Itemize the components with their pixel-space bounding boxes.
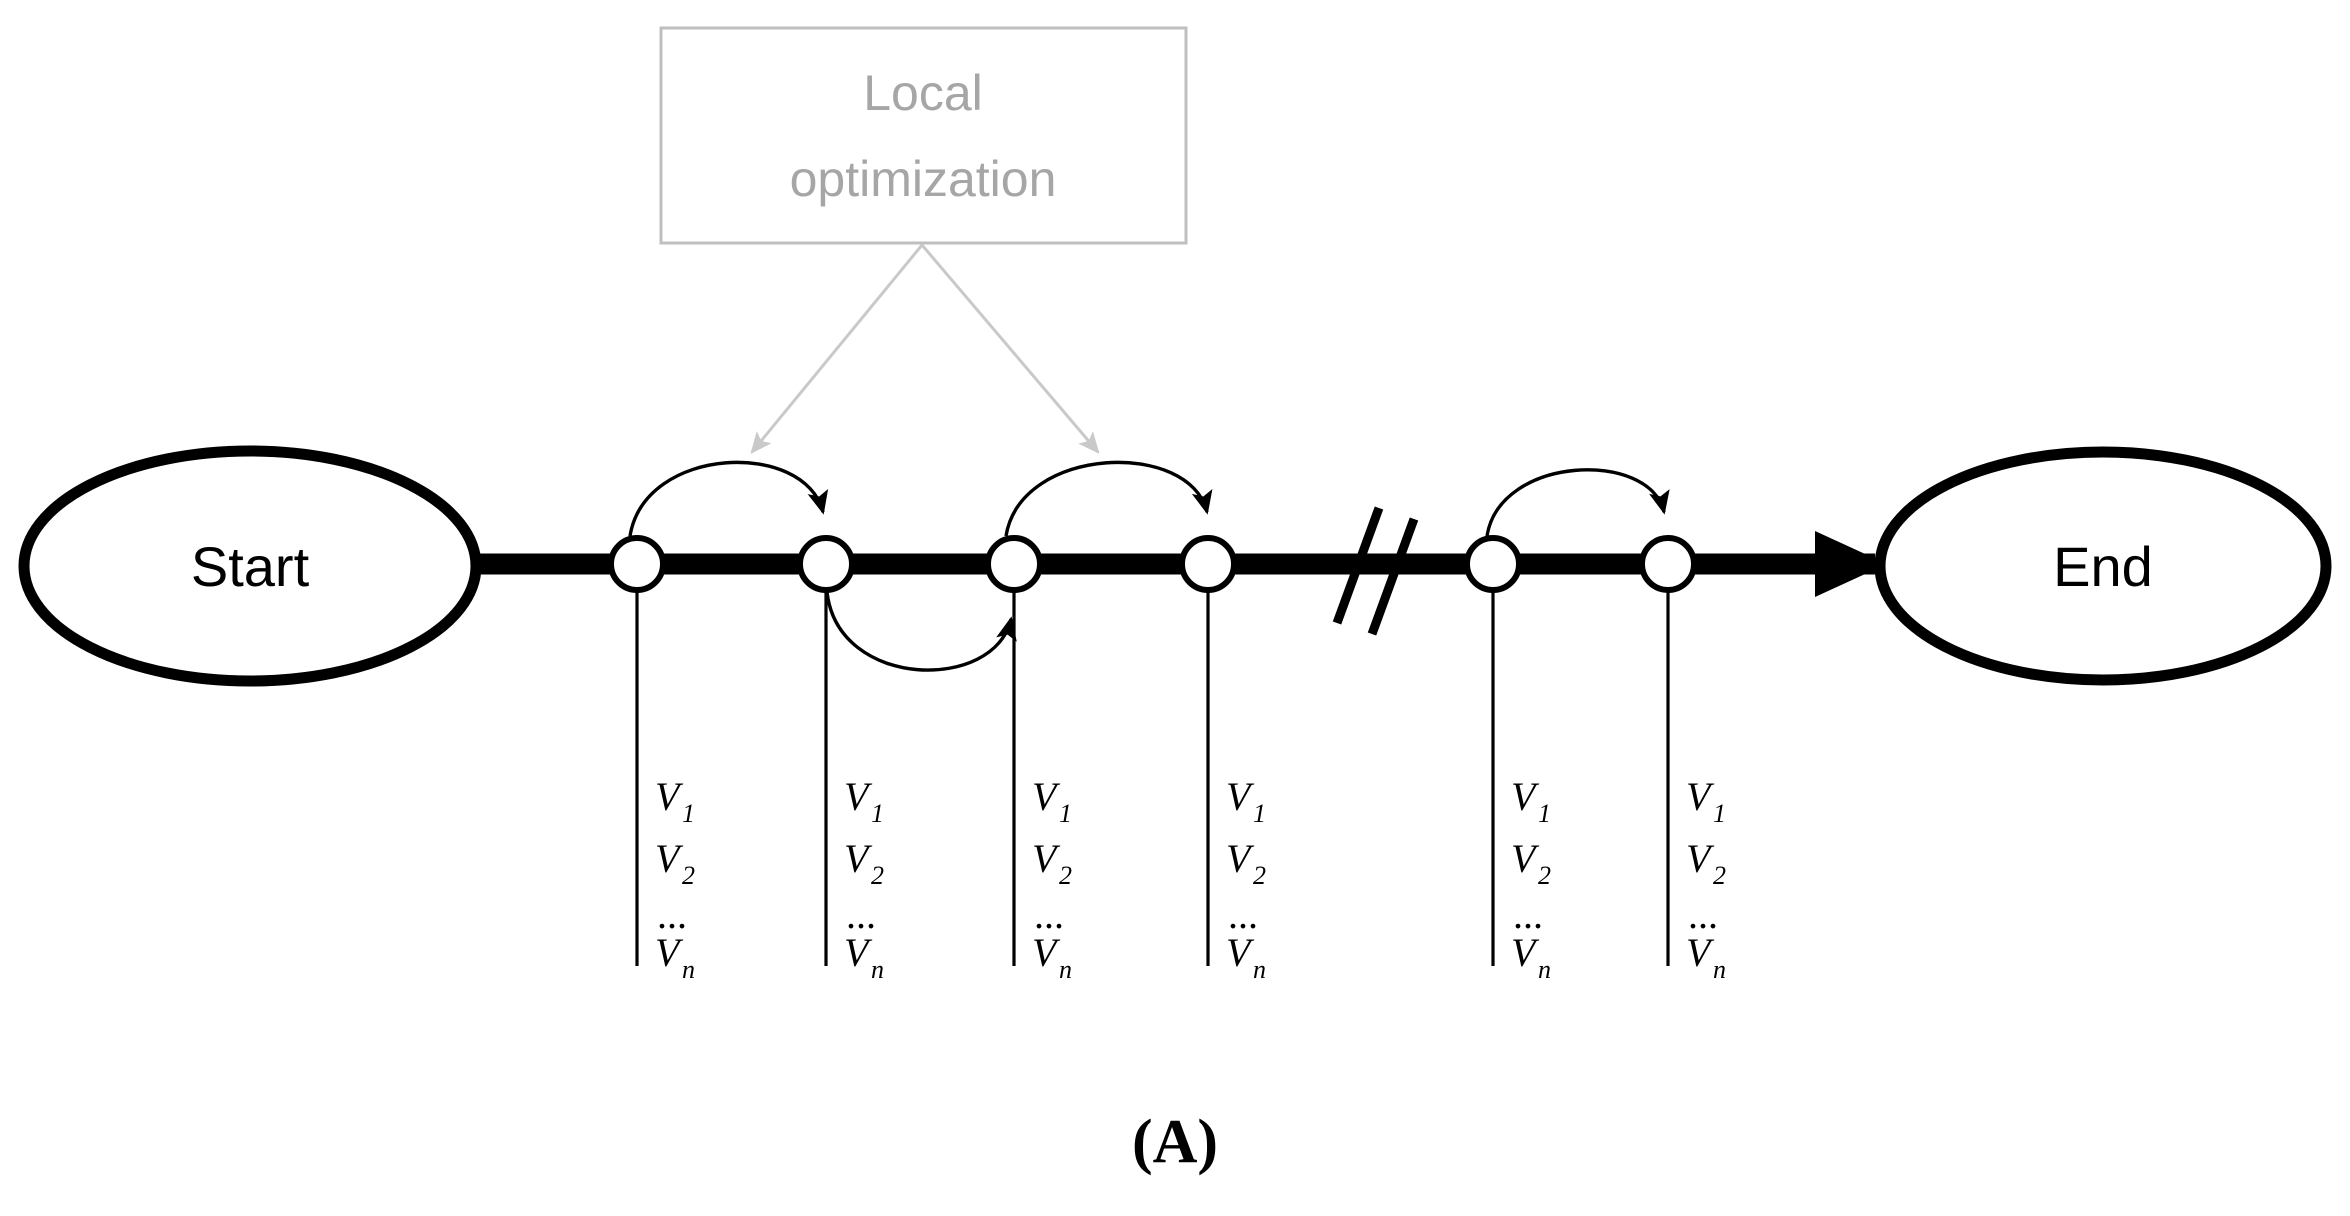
variable-stack-1: V 1 V 2 ... V n xyxy=(655,774,695,984)
variable-stack-2: V 1 V 2 ... V n xyxy=(844,774,884,984)
annotation-arrow-right xyxy=(920,244,1100,454)
timeline-node-3[interactable] xyxy=(985,535,1043,593)
v-sub-5-1: 1 xyxy=(1538,799,1551,828)
v-sub-6-1: 1 xyxy=(1713,799,1726,828)
v-item-2-2: V xyxy=(844,836,873,881)
v-item-6-1: V xyxy=(1686,774,1715,819)
v-item-5-2: V xyxy=(1511,836,1540,881)
v-sub-4-2: 2 xyxy=(1253,861,1266,890)
annotation-box-shape xyxy=(659,26,1188,245)
v-sub-3-4: n xyxy=(1059,955,1072,984)
v-sub-1-4: n xyxy=(682,955,695,984)
v-item-3-1: V xyxy=(1032,774,1061,819)
v-sub-2-4: n xyxy=(871,955,884,984)
timeline-node-6[interactable] xyxy=(1639,535,1697,593)
end-node[interactable]: End xyxy=(1874,446,2332,686)
v-item-1-4: V xyxy=(655,930,684,975)
v-item-4-4: V xyxy=(1226,930,1255,975)
figure-caption: (A) xyxy=(1132,1108,1218,1176)
end-node-label: End xyxy=(2053,535,2153,598)
v-item-4-2: V xyxy=(1226,836,1255,881)
v-sub-3-1: 1 xyxy=(1059,799,1072,828)
local-optimization-annotation[interactable]: Local optimization xyxy=(659,26,1188,245)
v-sub-6-4: n xyxy=(1713,955,1726,984)
v-item-2-4: V xyxy=(844,930,873,975)
start-ellipse-shape xyxy=(18,445,482,687)
v-item-2-1: V xyxy=(844,774,873,819)
v-sub-1-2: 2 xyxy=(682,861,695,890)
annotation-arrow-left xyxy=(750,244,924,454)
arc-node1-to-node2 xyxy=(628,460,829,537)
v-sub-3-2: 2 xyxy=(1059,861,1072,890)
variable-stack-4: V 1 V 2 ... V n xyxy=(1226,774,1266,984)
v-item-5-4: V xyxy=(1511,930,1540,975)
v-dots-5: ... xyxy=(1513,892,1543,937)
v-item-1-1: V xyxy=(655,774,684,819)
v-dots-4: ... xyxy=(1228,892,1258,937)
annotation-line-1: Local xyxy=(863,65,983,121)
v-sub-5-2: 2 xyxy=(1538,861,1551,890)
v-sub-4-4: n xyxy=(1253,955,1266,984)
v-item-4-1: V xyxy=(1226,774,1255,819)
v-sub-4-1: 1 xyxy=(1253,799,1266,828)
v-item-1-2: V xyxy=(655,836,684,881)
v-item-3-2: V xyxy=(1032,836,1061,881)
start-node-label: Start xyxy=(191,535,310,598)
v-sub-2-1: 1 xyxy=(871,799,884,828)
timeline-node-1[interactable] xyxy=(608,535,666,593)
v-sub-6-2: 2 xyxy=(1713,861,1726,890)
timeline-node-4[interactable] xyxy=(1179,535,1237,593)
end-ellipse-shape xyxy=(1874,446,2332,686)
v-dots-3: ... xyxy=(1034,892,1064,937)
timeline-node-5[interactable] xyxy=(1464,535,1522,593)
v-dots-6: ... xyxy=(1688,892,1718,937)
v-sub-2-2: 2 xyxy=(871,861,884,890)
v-item-6-4: V xyxy=(1686,930,1715,975)
variable-stack-5: V 1 V 2 ... V n xyxy=(1511,774,1551,984)
break-marker-icon xyxy=(1332,506,1419,636)
v-item-3-4: V xyxy=(1032,930,1061,975)
timeline-arrowhead-icon xyxy=(1815,531,1887,597)
v-sub-1-1: 1 xyxy=(682,799,695,828)
v-item-5-1: V xyxy=(1511,774,1540,819)
arc-node5-to-node6 xyxy=(1485,468,1670,537)
v-dots-2: ... xyxy=(846,892,876,937)
v-sub-5-4: n xyxy=(1538,955,1551,984)
annotation-line-2: optimization xyxy=(790,151,1057,207)
variable-stack-3: V 1 V 2 ... V n xyxy=(1032,774,1072,984)
variable-stack-6: V 1 V 2 ... V n xyxy=(1686,774,1726,984)
v-item-6-2: V xyxy=(1686,836,1715,881)
arc-node3-to-node4 xyxy=(1004,460,1213,537)
v-dots-1: ... xyxy=(657,892,687,937)
timeline-node-2[interactable] xyxy=(797,535,855,593)
start-node[interactable]: Start xyxy=(18,445,482,687)
arc-node2-to-node3 xyxy=(825,591,1017,672)
